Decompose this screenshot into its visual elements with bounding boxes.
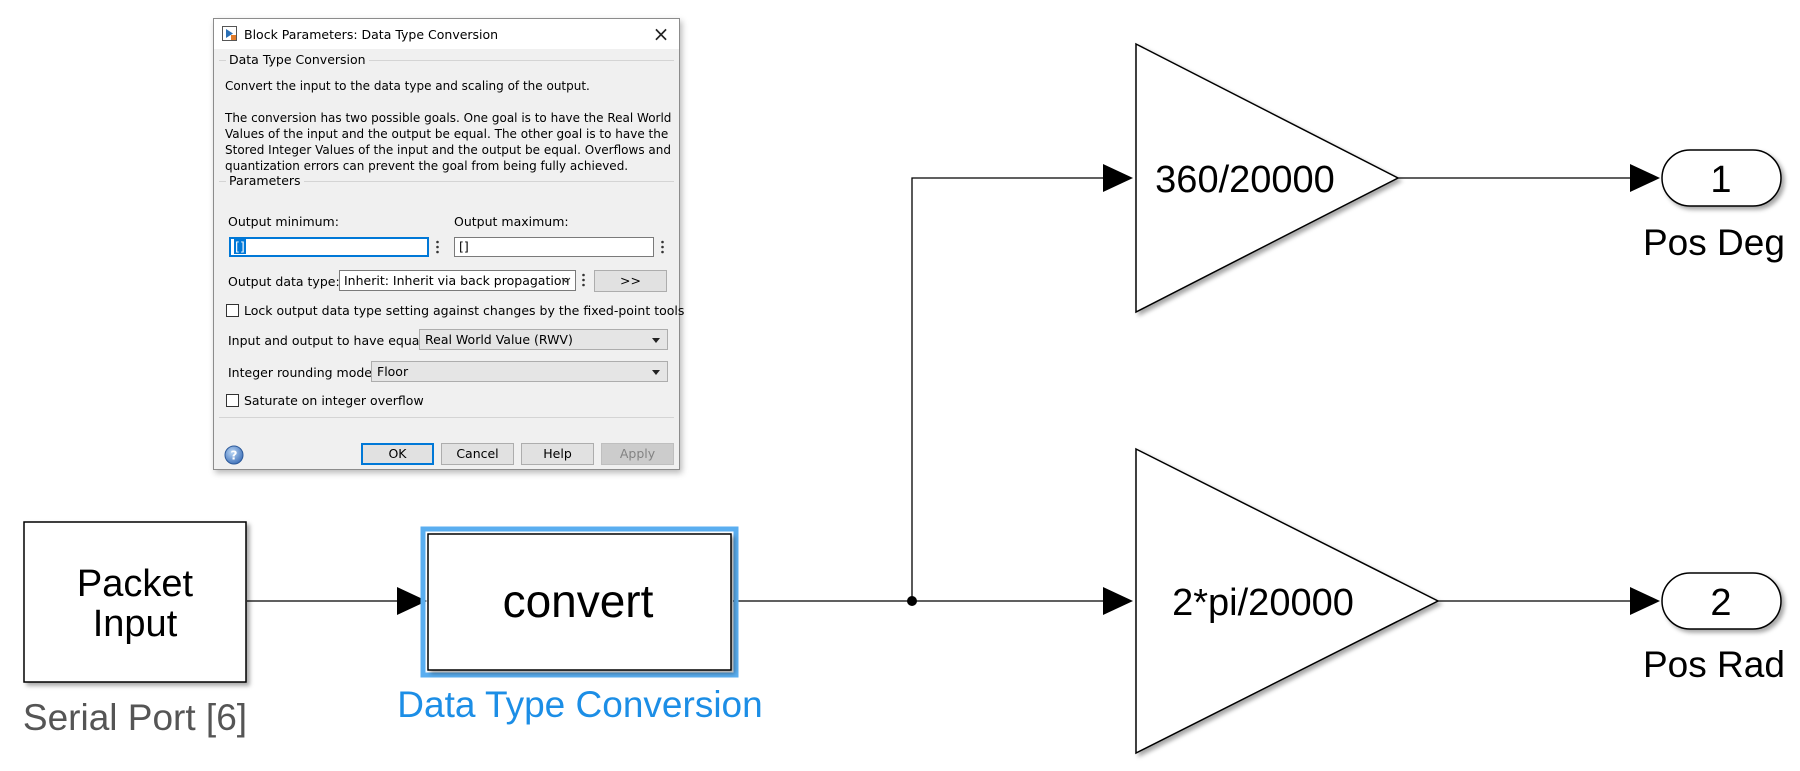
rounding-mode-dropdown[interactable]: Floor: [371, 361, 668, 382]
output-minimum-label: Output minimum:: [228, 214, 339, 229]
dialog-titlebar[interactable]: Block Parameters: Data Type Conversion ×: [214, 19, 679, 49]
arrowheads: [397, 164, 1660, 615]
outport-block-1[interactable]: 1: [1661, 149, 1782, 207]
description-line: quantization errors can prevent the goal…: [225, 159, 629, 173]
output-minimum-input[interactable]: []: [229, 237, 429, 257]
output-maximum-input[interactable]: []: [454, 237, 654, 257]
apply-button[interactable]: Apply: [601, 443, 674, 465]
dropdown-arrow-icon: [652, 370, 660, 375]
rounding-mode-label: Integer rounding mode:: [228, 365, 377, 380]
arrowhead-gain-rad-in: [1103, 587, 1133, 615]
packet-input-label-line1: Packet: [77, 563, 194, 605]
saturate-overflow-label: Saturate on integer overflow: [244, 393, 424, 408]
arrowhead-convert-in: [397, 587, 427, 615]
outport-2-number: 2: [1710, 582, 1731, 624]
arrowhead-gain-deg-in: [1103, 164, 1133, 192]
block-parameters-dialog: Block Parameters: Data Type Conversion ×…: [213, 18, 684, 470]
signal-lines: [247, 177, 1632, 602]
output-data-type-label: Output data type:: [228, 274, 340, 289]
data-type-assistant-button[interactable]: >>: [594, 270, 667, 292]
svg-text:?: ?: [231, 449, 238, 463]
ok-button[interactable]: OK: [361, 443, 434, 465]
convert-block-caption: Data Type Conversion: [397, 684, 762, 725]
lock-data-type-checkbox[interactable]: [226, 304, 239, 317]
output-minimum-value: []: [234, 239, 246, 254]
dialog-footer-divider: [219, 417, 674, 418]
input-output-equal-label: Input and output to have equal:: [228, 333, 428, 348]
block-description-summary: Convert the input to the data type and s…: [225, 79, 590, 93]
block-description-group-label: Data Type Conversion: [226, 52, 369, 67]
gain-block-deg[interactable]: 360/20000: [1135, 42, 1400, 314]
dialog-title: Block Parameters: Data Type Conversion: [244, 27, 499, 42]
block-description-details: The conversion has two possible goals. O…: [225, 110, 675, 174]
saturate-overflow-checkbox[interactable]: [226, 394, 239, 407]
data-type-conversion-block[interactable]: convert: [420, 526, 739, 678]
description-line: The conversion has two possible goals. O…: [225, 111, 672, 125]
description-line: Values of the input and the output be eq…: [225, 127, 669, 141]
gain-rad-label: 2*pi/20000: [1172, 582, 1354, 624]
output-data-type-value: Inherit: Inherit via back propagation: [344, 273, 570, 288]
dropdown-arrow-icon: [652, 338, 660, 343]
output-maximum-label: Output maximum:: [454, 214, 569, 229]
outport-2-caption: Pos Rad: [1643, 644, 1785, 685]
outport-1-number: 1: [1710, 159, 1731, 201]
output-maximum-value: []: [459, 239, 469, 254]
branch-point: [907, 596, 917, 606]
output-minimum-menu-icon[interactable]: [433, 237, 442, 257]
input-output-equal-value: Real World Value (RWV): [425, 332, 573, 347]
simulink-block-icon: [222, 26, 237, 41]
signal-line-branch-to-deg[interactable]: [911, 177, 1105, 601]
output-data-type-combobox[interactable]: Inherit: Inherit via back propagation: [339, 270, 576, 291]
arrowhead-out2-in: [1630, 587, 1660, 615]
arrowhead-out1-in: [1630, 164, 1660, 192]
parameters-group-label: Parameters: [226, 173, 304, 188]
outport-block-2[interactable]: 2: [1661, 572, 1782, 630]
gain-block-rad[interactable]: 2*pi/20000: [1135, 447, 1440, 755]
packet-input-label-line2: Input: [93, 603, 178, 645]
rounding-mode-value: Floor: [377, 364, 409, 379]
parameters-group: Parameters: [219, 173, 674, 188]
outport-1-caption: Pos Deg: [1643, 222, 1785, 263]
selection-highlight: [420, 526, 739, 678]
description-line: Stored Integer Values of the input and t…: [225, 143, 671, 157]
input-output-equal-dropdown[interactable]: Real World Value (RWV): [419, 329, 668, 350]
packet-input-block[interactable]: Packet Input: [23, 521, 247, 683]
cancel-button[interactable]: Cancel: [441, 443, 514, 465]
gain-deg-label: 360/20000: [1155, 159, 1335, 201]
close-icon[interactable]: ×: [652, 22, 670, 46]
output-data-type-menu-icon[interactable]: [579, 270, 588, 290]
convert-block-label: convert: [503, 575, 654, 627]
packet-input-caption: Serial Port [6]: [23, 697, 247, 738]
lock-data-type-label: Lock output data type setting against ch…: [244, 303, 685, 318]
chevron-down-icon: [561, 274, 571, 286]
block-description-group: Data Type Conversion: [219, 52, 674, 67]
help-icon[interactable]: ?: [224, 445, 244, 465]
help-button[interactable]: Help: [521, 443, 594, 465]
output-maximum-menu-icon[interactable]: [658, 237, 667, 257]
